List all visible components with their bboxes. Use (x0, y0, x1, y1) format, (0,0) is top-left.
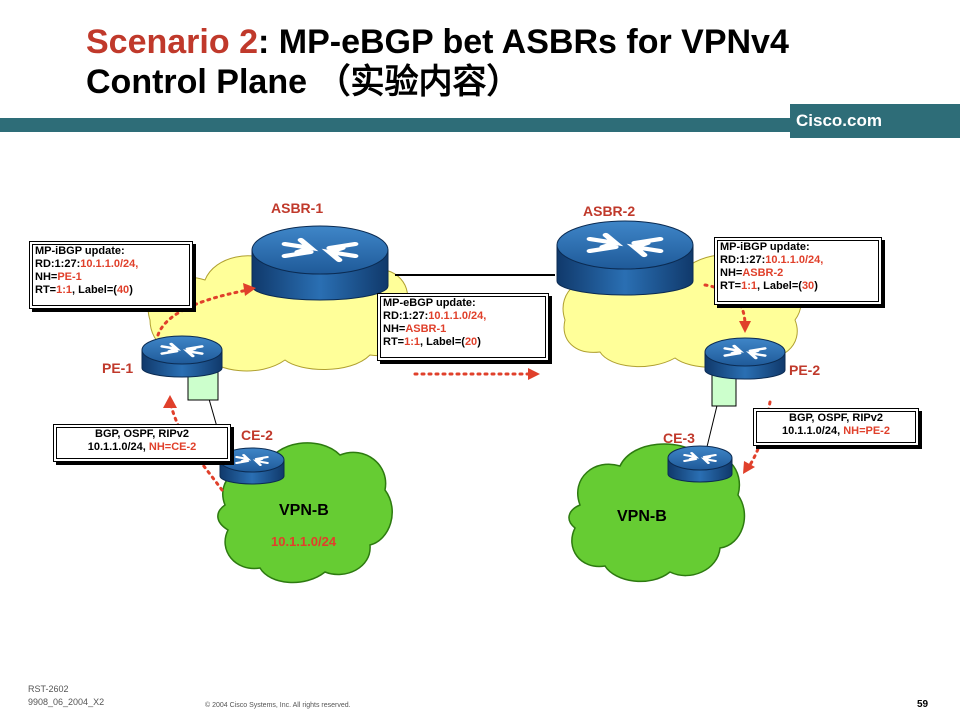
arrow-pe1-to-asbr1 (156, 288, 250, 337)
label-pe1: PE-1 (102, 360, 134, 376)
box-text: NH= (35, 271, 58, 283)
pe2-mp-ibgp-update-box: MP-iBGP update: RD:1:27:10.1.1.0/24, NH=… (714, 237, 882, 305)
page-number: 59 (917, 699, 929, 710)
box-text: NH= (383, 323, 406, 335)
box-text: 1:1 (404, 336, 420, 348)
box-text: 30 (801, 280, 815, 292)
asbr-mp-ebgp-update-box: MP-eBGP update: RD:1:27:10.1.1.0/24, NH=… (377, 293, 549, 361)
label-prefix-left: 10.1.1.0/24 (271, 534, 337, 549)
header-band (0, 118, 960, 132)
box-text: ) (129, 284, 133, 296)
label-vpn-left: VPN-B (279, 502, 329, 519)
box-text: , Label=( (757, 280, 802, 292)
arrowhead-pe1 (163, 395, 177, 408)
footer-copyright: © 2004 Cisco Systems, Inc. All rights re… (205, 702, 351, 709)
arrowhead-asbr1 (243, 283, 256, 296)
box-text: 10.1.1.0/24, (428, 310, 487, 322)
label-ce2: CE-2 (241, 427, 273, 443)
box-text: RT= (35, 284, 57, 296)
box-text: ) (814, 280, 818, 292)
label-ce3: CE-3 (663, 430, 695, 446)
box-text: ASBR-1 (405, 323, 447, 335)
box-text: 10.1.1.0/24, (782, 425, 844, 437)
box-text: RD:1:27: (720, 254, 766, 266)
box-text: , Label=( (420, 336, 465, 348)
footer-code2: 9908_06_2004_X2 (28, 697, 105, 707)
box-line: MP-iBGP update: (35, 245, 125, 257)
arrowhead-asbr2 (528, 368, 540, 380)
ce3-router-icon (667, 445, 733, 483)
pe2-igp-box: BGP, OSPF, RIPv2 10.1.1.0/24, NH=PE-2 (753, 408, 919, 446)
label-pe2: PE-2 (789, 362, 821, 378)
box-text: RT= (720, 280, 742, 292)
brand-link[interactable]: Cisco.com (796, 111, 882, 130)
box-line: BGP, OSPF, RIPv2 (789, 412, 883, 424)
title-line2: Control Plane （实验内容） (86, 63, 521, 101)
box-line: BGP, OSPF, RIPv2 (95, 428, 189, 440)
box-line: MP-iBGP update: (720, 241, 810, 253)
box-text: , Label=( (72, 284, 117, 296)
title-rest: : MP-eBGP bet ASBRs for VPNv4 (257, 23, 789, 61)
box-text: ) (477, 336, 481, 348)
ce2-igp-box: BGP, OSPF, RIPv2 10.1.1.0/24, NH=CE-2 (53, 424, 231, 462)
box-text: 10.1.1.0/24, (87, 441, 149, 453)
asbr1-router-icon (251, 225, 389, 301)
pe1-mp-ibgp-update-box: MP-iBGP update: RD:1:27:10.1.1.0/24, NH=… (29, 241, 193, 309)
box-text: NH= (720, 267, 743, 279)
box-text: NH=CE-2 (148, 441, 197, 453)
box-text: 20 (464, 336, 478, 348)
box-text: 10.1.1.0/24, (765, 254, 824, 266)
brand-tab[interactable]: Cisco.com (790, 104, 960, 138)
arrowhead-ce3 (743, 461, 755, 474)
box-text: 40 (116, 284, 130, 296)
footer-code1: RST-2602 (28, 684, 69, 694)
arrowhead-pe2 (739, 321, 751, 333)
box-text: 1:1 (56, 284, 72, 296)
box-text: 10.1.1.0/24, (80, 258, 139, 270)
pe1-router-icon (141, 335, 223, 378)
box-text: 1:1 (741, 280, 757, 292)
asbr2-router-icon (556, 220, 694, 296)
label-vpn-right: VPN-B (617, 508, 667, 525)
box-text: RD:1:27: (383, 310, 429, 322)
label-asbr2: ASBR-2 (583, 203, 636, 219)
box-text: RD:1:27: (35, 258, 81, 270)
box-text: NH=PE-2 (843, 425, 890, 437)
box-text: PE-1 (57, 271, 82, 283)
box-text: RT= (383, 336, 405, 348)
box-text: ASBR-2 (742, 267, 784, 279)
slide-title: Scenario 2: MP-eBGP bet ASBRs for VPNv4 … (86, 22, 789, 102)
pe2-router-icon (704, 337, 786, 380)
box-line: MP-eBGP update: (383, 297, 476, 309)
ce2-router-icon (219, 447, 285, 485)
title-scenario: Scenario 2 (86, 23, 258, 61)
label-asbr1: ASBR-1 (271, 200, 324, 216)
